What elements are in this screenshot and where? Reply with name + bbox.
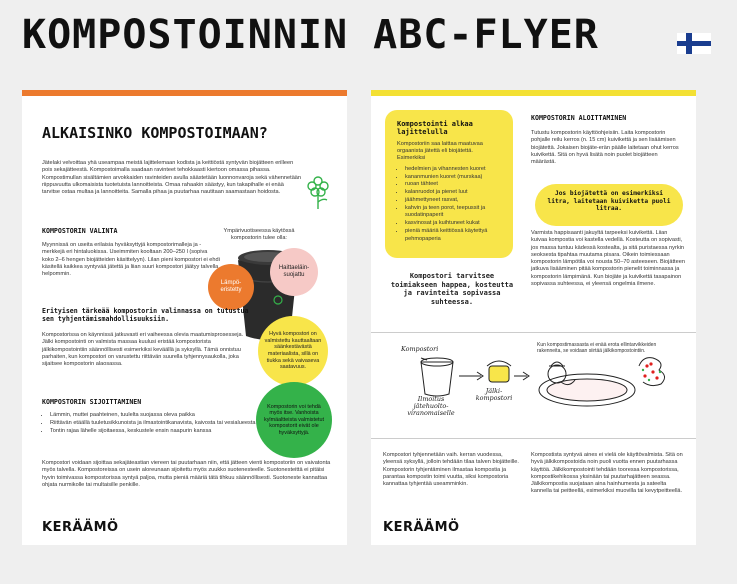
page1-body3: Kompostori voidaan sijoittaa sekajäteast…	[42, 460, 331, 488]
valinta-text: Myynnissä on useita erilaisia hyväksytty…	[42, 242, 220, 278]
list-item: hedelmien ja vihannesten kuoret	[405, 166, 501, 173]
sijoitus-heading: KOMPOSTORIN SIJOITTAMINEN	[42, 398, 142, 406]
list-item: ruoan tähteet	[405, 181, 501, 188]
aloitus-text2: Varmista happisaanti jakuyltä tarpeeksi …	[531, 230, 685, 288]
divider	[371, 332, 696, 333]
divider	[371, 438, 696, 439]
list-item: Lämmin, muttei paahteinen, tuulelta suoj…	[50, 412, 262, 419]
lajittelu-list: hedelmien ja vihannesten kuoret kananmun…	[397, 166, 501, 243]
callout-text: Jos biojätettä on esimerkiksi litra, lai…	[547, 190, 671, 213]
label-kompostori: Kompostori	[401, 345, 439, 353]
kerao-logo: KERÄÄMÖ	[383, 520, 460, 535]
list-item: kahvin ja teen porot, teepussit ja suoda…	[405, 205, 501, 220]
label-ilmoitus: Ilmoitus jätehuolto-viranomaiselle	[407, 395, 455, 417]
lajittelu-box: Kompostointi alkaa lajittelulla Komposto…	[385, 110, 513, 258]
pull-quote: Kompostori tarvitsee toimiakseen happea,…	[390, 272, 514, 306]
lajittelu-title: Kompostointi alkaa lajittelulla	[397, 120, 473, 137]
lajittelu-text: Kompostoriin saa laittaa maatuvaa orgaan…	[397, 140, 483, 162]
page1-body2: Kompostorissa on käynnissä jatkuvasti er…	[42, 332, 244, 368]
bubble-materiaali: Hyvä kompostori on valmistettu kauttaalt…	[258, 316, 328, 386]
list-item: Tontin rajaa lähelle sijoitaessa, keskus…	[50, 428, 262, 435]
finnish-flag-icon	[677, 33, 711, 54]
list-item: jäähmettyneet rasvat,	[405, 197, 501, 204]
tyhjennys-text: Kompostori tyhjennetään vaih. kerran vuo…	[383, 452, 519, 488]
bubble-lampoeristetty: Lämpö-eristetty	[208, 264, 254, 310]
jalkikompostointi-text: Kompostista syntyvä aines ei vielä ole k…	[531, 452, 683, 495]
list-item: Riittävän etäällä tuuletusikkunoista ja …	[50, 420, 262, 427]
compostor-caption: Ympärivuotiseessa käytössä kompostorin t…	[223, 228, 295, 242]
flyer-page-2: Kompostointi alkaa lajittelulla Komposto…	[371, 90, 696, 545]
list-item: kalanruodot ja pienet luut	[405, 189, 501, 196]
bubble-itse-tehty: Kompostorin voi tehdä myös itse. Vanhois…	[256, 382, 332, 458]
flyer-page-1: ALKAISINKO KOMPOSTOIMAAN? Jätelaki velvo…	[22, 90, 347, 545]
kerao-logo: KERÄÄMÖ	[42, 520, 119, 535]
sijoitus-list: Lämmin, muttei paahteinen, tuulelta suoj…	[42, 412, 262, 436]
aloitus-text: Tutustu kompostorin käyttöohjeisiin. Lai…	[531, 130, 679, 166]
diagram-note: Kun kompostimassasta ei enää erota ellin…	[537, 342, 657, 355]
page-title: KOMPOSTOINNIN ABC-FLYER	[22, 12, 599, 58]
highlight-text: Erityisen tärkeää kompostorin valinnassa…	[42, 307, 249, 323]
page1-intro: Jätelaki velvoittaa yhä useampaa meistä …	[42, 160, 302, 196]
bubble-haittaelainsuojattu: Haittaeläin-suojattu	[270, 248, 318, 296]
valinta-heading: KOMPOSTORIN VALINTA	[42, 227, 118, 235]
list-item: pieniä määriä keittiössä käytettyä pehmo…	[405, 228, 501, 243]
flower-icon	[307, 176, 329, 209]
page1-heading: ALKAISINKO KOMPOSTOIMAAN?	[42, 124, 268, 142]
callout-box: Jos biojätettä on esimerkiksi litra, lai…	[535, 184, 683, 226]
list-item: kasvinosat ja kuihtuneet kukat	[405, 220, 501, 227]
aloitus-heading: KOMPOSTORIN ALOITTAMINEN	[531, 114, 627, 122]
diagram-illustration	[420, 357, 665, 407]
list-item: kananmunien kuoret (murskaa)	[405, 174, 501, 181]
label-jalkikompostori: Jälki-kompostori	[475, 387, 513, 402]
